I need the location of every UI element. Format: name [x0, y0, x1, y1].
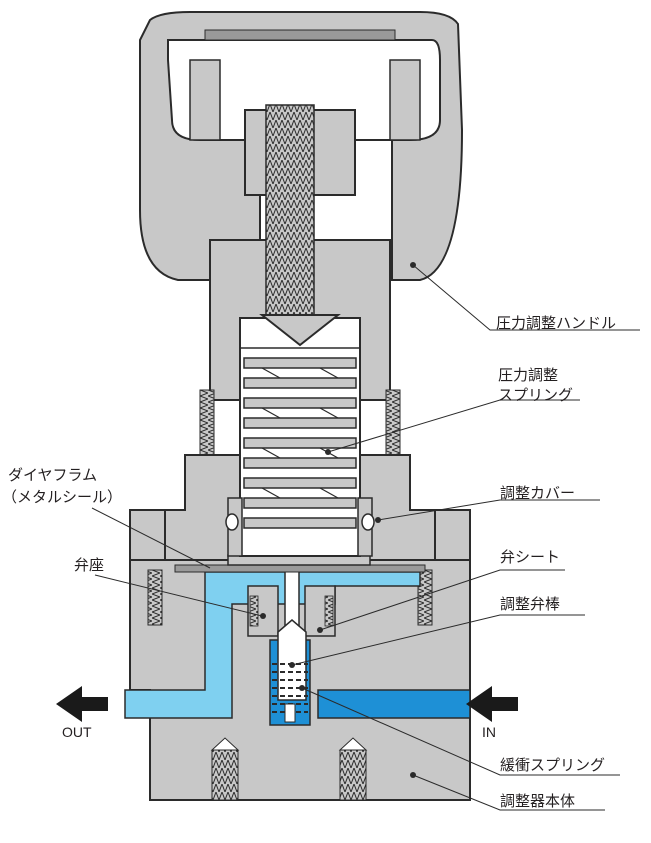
leader-lines — [91, 264, 640, 811]
label-buffer-spring: 緩衝スプリング — [500, 756, 606, 774]
adjusting-screw — [259, 104, 341, 347]
label-valve-sheet: 弁シート — [500, 548, 561, 566]
label-in: IN — [482, 724, 496, 740]
label-diaphragm-line2: （メタルシール） — [2, 488, 123, 506]
label-out: OUT — [62, 724, 92, 740]
diaphragm — [174, 554, 426, 573]
label-regulator-body: 調整器本体 — [500, 792, 576, 810]
pressure-adjust-spring — [225, 317, 375, 557]
buffer-spring — [272, 663, 308, 723]
label-valve-seat: 弁座 — [74, 556, 105, 574]
label-pressure-handle: 圧力調整ハンドル — [496, 314, 617, 332]
out-arrow — [56, 686, 108, 722]
valve-seat — [247, 585, 336, 637]
label-diaphragm-line1: ダイヤフラム — [8, 466, 98, 484]
label-valve-stem: 調整弁棒 — [500, 595, 561, 613]
label-spring-line1: 圧力調整 — [498, 366, 559, 384]
label-spring-line2: スプリング — [498, 386, 574, 404]
in-arrow — [466, 686, 518, 722]
label-adjusting-cover: 調整カバー — [500, 484, 576, 502]
